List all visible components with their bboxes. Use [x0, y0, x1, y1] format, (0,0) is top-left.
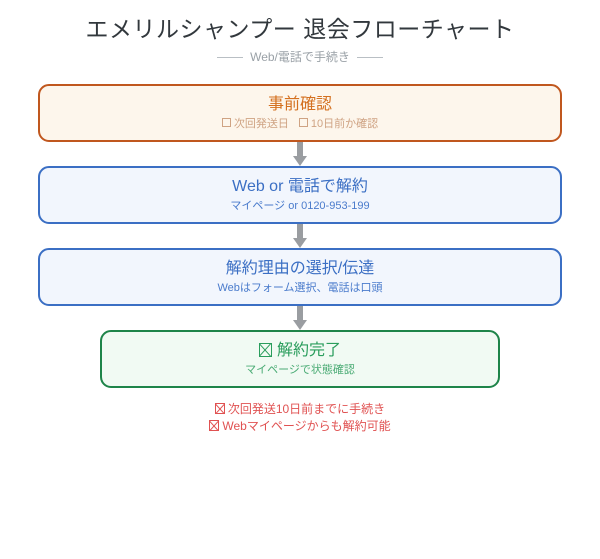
checkbox-icon [298, 118, 308, 127]
page-subtitle: Web/電話で手続き [250, 50, 350, 64]
footer-note-text: 次回発送10日前までに手続き [227, 402, 386, 416]
flow-node-subtitle: Webはフォーム選択、電話は口頭 [217, 282, 383, 294]
flow-node-title: Web or 電話で解約 [232, 178, 368, 195]
flow-node-subtitle: マイページ or 0120-953-199 [230, 200, 370, 212]
page-subtitle-row: Web/電話で手続き [0, 49, 600, 65]
subtitle-dash-left [217, 56, 244, 58]
page-header: エメリルシャンプー 退会フローチャート Web/電話で手続き [0, 0, 600, 65]
flow-node-complete[interactable]: 解約完了 マイページで状態確認 [100, 330, 500, 388]
flow-node-cancel-channel[interactable]: Web or 電話で解約 マイページ or 0120-953-199 [38, 166, 562, 224]
arrow-head [293, 320, 307, 330]
missing-glyph-box-icon [209, 420, 220, 431]
flow-node-title: 解約理由の選択/伝達 [225, 260, 375, 277]
flow-diagram: 事前確認 次回発送日 10日前か確認 Web or 電話で解約 マイページ or … [0, 84, 600, 388]
flow-node-subtitle: マイページで状態確認 [245, 364, 355, 376]
flow-arrow-down-icon [293, 224, 307, 248]
flow-node-subtitle: 次回発送日 10日前か確認 [221, 117, 379, 131]
footer-note-text: Webマイページからも解約可能 [222, 419, 391, 433]
arrow-stem [297, 142, 303, 156]
flow-arrow-down-icon [293, 142, 307, 166]
flow-node-reason[interactable]: 解約理由の選択/伝達 Webはフォーム選択、電話は口頭 [38, 248, 562, 306]
subtitle-dash-right [356, 56, 383, 58]
arrow-head [293, 238, 307, 248]
footer-note: 次回発送10日前までに手続き [0, 401, 600, 418]
missing-glyph-box-icon [258, 343, 272, 357]
flow-node-title: 解約完了 [258, 341, 341, 361]
pre-check-item-2: 10日前か確認 [310, 118, 379, 130]
footer-note: Webマイページからも解約可能 [0, 418, 600, 435]
flow-node-title-text: 解約完了 [276, 342, 341, 359]
arrow-stem [297, 306, 303, 320]
checkbox-icon [221, 118, 231, 127]
flow-node-pre-check[interactable]: 事前確認 次回発送日 10日前か確認 [38, 84, 562, 142]
arrow-stem [297, 224, 303, 238]
footer-notes: 次回発送10日前までに手続き Webマイページからも解約可能 [0, 401, 600, 435]
flow-node-title: 事前確認 [267, 96, 332, 113]
page-title: エメリルシャンプー 退会フローチャート [85, 16, 515, 42]
missing-glyph-box-icon [214, 403, 225, 414]
flow-arrow-down-icon [293, 306, 307, 330]
arrow-head [293, 156, 307, 166]
pre-check-item-1: 次回発送日 [233, 118, 289, 130]
